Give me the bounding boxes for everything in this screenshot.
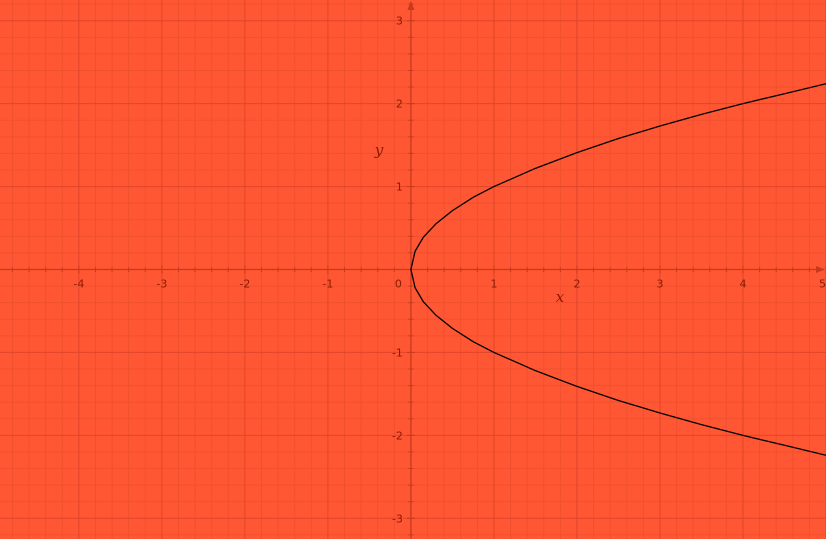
x-axis-arrow [816,266,825,273]
series-line [410,83,826,456]
y-tick-label: 1 [396,181,403,194]
x-axis-title: x [556,288,565,306]
x-tick-label: -2 [239,278,250,291]
x-tick-label: 0 [395,278,402,291]
y-tick-label: -1 [392,346,403,359]
x-tick-label: 1 [490,278,497,291]
x-tick-label: 5 [819,278,826,291]
y-axis-title: y [374,141,384,159]
x-tick-label: 3 [656,278,663,291]
y-tick-label: -3 [392,512,403,525]
y-axis-arrow [407,1,415,10]
y-tick-label: -2 [392,429,403,442]
y-tick-label: 2 [396,98,403,111]
axis-ticks [11,3,826,536]
x-tick-label: -1 [322,278,333,291]
x-tick-label: -3 [156,278,167,291]
data-series [410,83,826,456]
tick-labels: -4 -3 -2 -1 0 1 2 3 4 5 -3 -2 -1 1 2 3 [73,15,826,526]
y-tick-label: 3 [396,15,403,28]
x-tick-label: 4 [739,278,746,291]
x-tick-label: -4 [73,278,84,291]
x-tick-label: 2 [573,278,580,291]
